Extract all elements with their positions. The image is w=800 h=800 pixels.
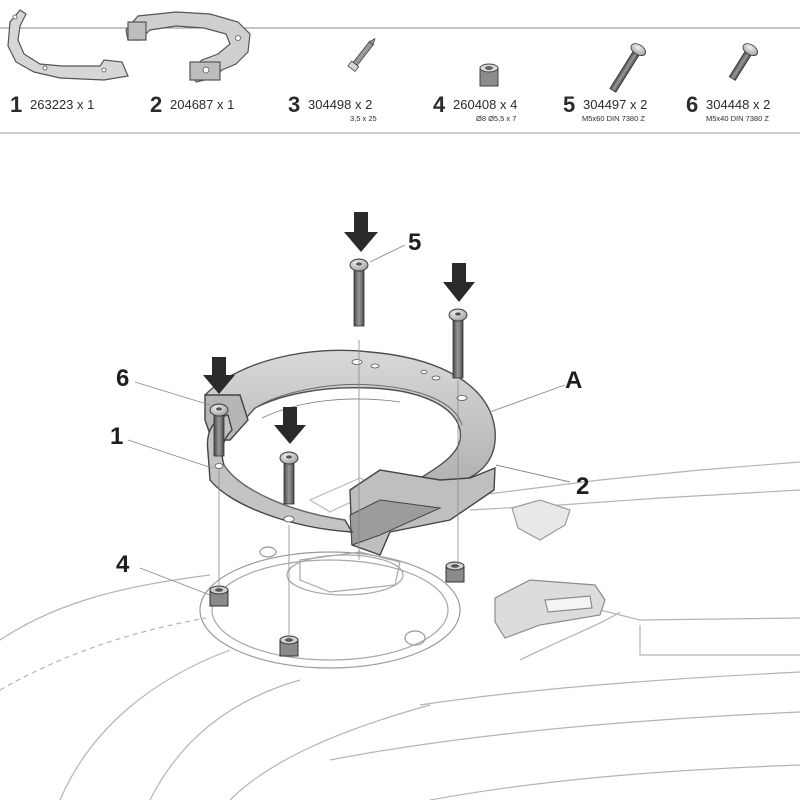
part-6-label: 6 304448 x 2 M5x40 DIN 7380 Z <box>686 92 770 123</box>
part-1-label: 1 263223 x 1 <box>10 92 94 117</box>
part-number: 5 <box>563 92 575 117</box>
part-code: 260408 x 4 <box>453 97 517 112</box>
alignment-lines <box>218 340 459 638</box>
down-arrow-icon <box>203 357 235 394</box>
part-code: 204687 x 1 <box>170 97 234 112</box>
callout-6: 6 <box>116 365 129 392</box>
part-spec: 3,5 x 25 <box>350 114 377 123</box>
bolt-long-center <box>349 258 369 327</box>
plate-hole <box>283 515 295 523</box>
callout-1: 1 <box>110 423 123 450</box>
part-code: 304497 x 2 <box>583 97 647 112</box>
down-arrow-icon <box>274 407 306 444</box>
part-spec: Ø8 Ø5,5 x 7 <box>476 114 516 123</box>
part-3-label: 3 304498 x 2 3,5 x 25 <box>288 92 377 123</box>
plate-hole <box>214 463 224 469</box>
part-spec: M5x60 DIN 7380 Z <box>582 114 645 123</box>
part-6-short-bolt-icon <box>728 43 758 81</box>
callout-labels: 5 A 6 1 2 4 <box>110 229 589 578</box>
bracket-plate <box>206 414 354 533</box>
part-1-bracket-plate-icon <box>7 9 129 81</box>
part-4-spacer-icon <box>479 63 499 87</box>
bolt-short-front <box>279 451 299 505</box>
spacer-left <box>209 585 229 607</box>
insertion-arrows <box>203 212 475 444</box>
part-5-long-bolt-icon <box>609 43 646 93</box>
spacer-right <box>445 561 465 583</box>
part-2-label: 2 204687 x 1 <box>150 92 234 117</box>
ring-hole <box>431 375 441 381</box>
part-spec: M5x40 DIN 7380 Z <box>706 114 769 123</box>
part-code: 304498 x 2 <box>308 97 372 112</box>
part-code: 263223 x 1 <box>30 97 94 112</box>
part-number: 6 <box>686 92 698 117</box>
callout-a: A <box>565 367 582 394</box>
part-number: 4 <box>433 92 446 117</box>
bolts <box>209 258 468 505</box>
callout-4: 4 <box>116 551 130 578</box>
bolt-short-left <box>209 403 229 457</box>
callout-leaders <box>127 244 571 596</box>
ring-bracket-assembly <box>204 349 496 556</box>
callout-2: 2 <box>576 473 589 500</box>
bolt-long-right <box>448 308 468 379</box>
ring-hole <box>420 370 428 374</box>
part-number: 2 <box>150 92 162 117</box>
parts-list: 1 263223 x 1 2 204687 x 1 3 304498 x 2 3… <box>0 9 800 134</box>
part-5-label: 5 304497 x 2 M5x60 DIN 7380 Z <box>563 92 647 123</box>
part-3-screw-icon <box>347 37 376 72</box>
spacers <box>209 561 465 657</box>
callout-5: 5 <box>408 229 421 256</box>
part-code: 304448 x 2 <box>706 97 770 112</box>
part-number: 1 <box>10 92 22 117</box>
down-arrow-icon <box>344 212 378 252</box>
part-number: 3 <box>288 92 300 117</box>
ring-hole <box>370 363 380 369</box>
spacer-front <box>279 635 299 657</box>
down-arrow-icon <box>443 263 475 302</box>
ring-hole <box>351 359 363 365</box>
part-4-label: 4 260408 x 4 Ø8 Ø5,5 x 7 <box>433 92 517 123</box>
motorcycle-tank-outline <box>0 461 800 800</box>
ring-hole <box>456 395 468 401</box>
part-2-ring-bracket-icon <box>125 11 251 83</box>
